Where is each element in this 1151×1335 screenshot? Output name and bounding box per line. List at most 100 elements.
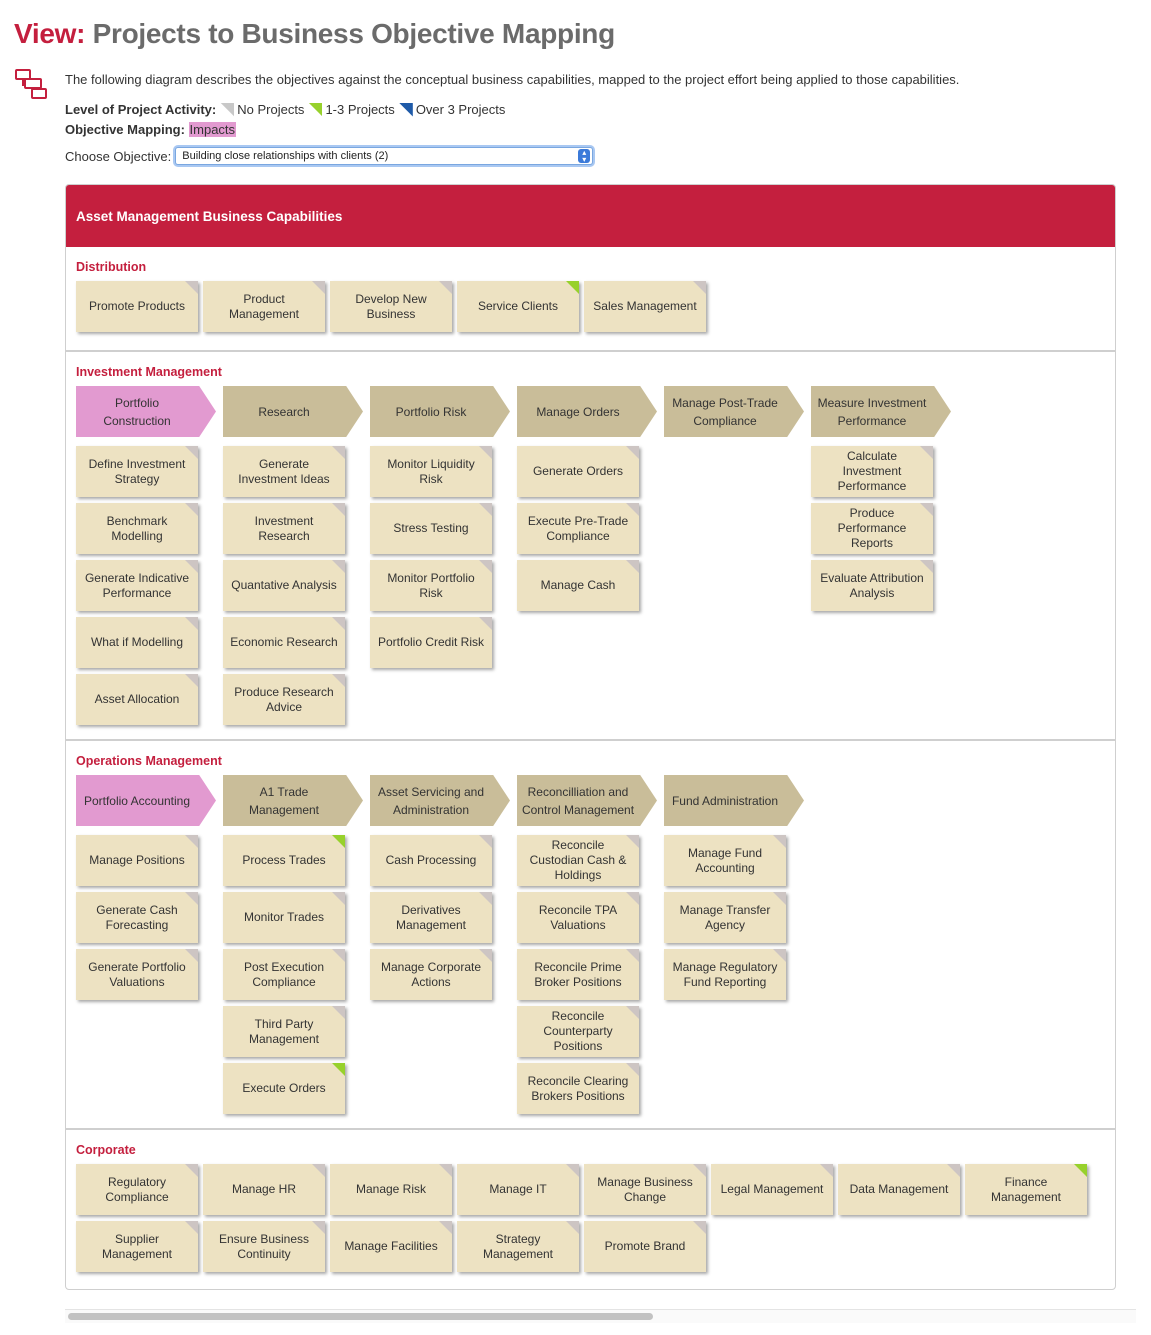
- capability-box[interactable]: Investment Research: [223, 503, 345, 554]
- capability-box[interactable]: Asset Allocation: [76, 674, 198, 725]
- capability-label: Manage Positions: [89, 853, 185, 867]
- capability-box[interactable]: Reconcile Counterparty Positions: [517, 1006, 639, 1057]
- capability-box[interactable]: Manage HR: [203, 1164, 325, 1215]
- capability-box[interactable]: Post Execution Compliance: [223, 949, 345, 1000]
- capability-box[interactable]: Generate Cash Forecasting: [76, 892, 198, 943]
- capability-box[interactable]: Manage Corporate Actions: [370, 949, 492, 1000]
- capability-box[interactable]: Quantative Analysis: [223, 560, 345, 611]
- group-label: Portfolio Construction: [103, 395, 171, 428]
- activity-corner-icon: [820, 1164, 833, 1177]
- capability-box[interactable]: Manage IT: [457, 1164, 579, 1215]
- capability-box[interactable]: Supplier Management: [76, 1221, 198, 1272]
- capability-box[interactable]: Reconcile Clearing Brokers Positions: [517, 1063, 639, 1114]
- capability-box[interactable]: Evaluate Attribution Analysis: [811, 560, 933, 611]
- capability-box[interactable]: Product Management: [203, 281, 325, 332]
- capability-box[interactable]: Manage Risk: [330, 1164, 452, 1215]
- capability-box[interactable]: Sales Management: [584, 281, 706, 332]
- high-projects-triangle-icon: [398, 102, 413, 117]
- capability-label: Produce Performance Reports: [837, 506, 907, 550]
- mapping-legend-label: Objective Mapping:: [65, 122, 185, 137]
- capability-group-arrow[interactable]: Manage Orders: [517, 386, 657, 437]
- capability-box[interactable]: Strategy Management: [457, 1221, 579, 1272]
- capability-box[interactable]: Promote Products: [76, 281, 198, 332]
- capability-label: Third Party Management: [248, 1016, 320, 1046]
- capability-box[interactable]: Generate Portfolio Valuations: [76, 949, 198, 1000]
- capability-group-arrow[interactable]: Fund Administration: [664, 775, 804, 826]
- capability-group-arrow[interactable]: Measure Investment Performance: [811, 386, 951, 437]
- capability-box[interactable]: Promote Brand: [584, 1221, 706, 1272]
- view-label: View:: [14, 18, 86, 49]
- capability-box[interactable]: Execute Orders: [223, 1063, 345, 1114]
- capability-box[interactable]: Generate Investment Ideas: [223, 446, 345, 497]
- capability-box[interactable]: Execute Pre-Trade Compliance: [517, 503, 639, 554]
- impacts-chip: Impacts: [188, 122, 237, 137]
- capability-box[interactable]: Manage Regulatory Fund Reporting: [664, 949, 786, 1000]
- capability-box[interactable]: Service Clients: [457, 281, 579, 332]
- capability-box[interactable]: Portfolio Credit Risk: [370, 617, 492, 668]
- capability-box[interactable]: Finance Management: [965, 1164, 1087, 1215]
- capability-box[interactable]: Generate Indicative Performance: [76, 560, 198, 611]
- capability-label: Generate Investment Ideas: [238, 456, 330, 486]
- capability-group-arrow[interactable]: Portfolio Accounting: [76, 775, 216, 826]
- capability-box[interactable]: Calculate Investment Performance: [811, 446, 933, 497]
- capability-box[interactable]: Economic Research: [223, 617, 345, 668]
- capability-box[interactable]: Stress Testing: [370, 503, 492, 554]
- capability-group-arrow[interactable]: Asset Servicing and Administration: [370, 775, 510, 826]
- capability-label: Execute Orders: [242, 1081, 326, 1095]
- capability-box[interactable]: Data Management: [838, 1164, 960, 1215]
- capability-group-arrow[interactable]: Portfolio Construction: [76, 386, 216, 437]
- capability-group-arrow[interactable]: A1 Trade Management: [223, 775, 363, 826]
- capability-box[interactable]: Develop New Business: [330, 281, 452, 332]
- activity-legend-label: Level of Project Activity:: [65, 102, 217, 117]
- capability-box[interactable]: Process Trades: [223, 835, 345, 886]
- capability-box[interactable]: Monitor Portfolio Risk: [370, 560, 492, 611]
- capability-box[interactable]: Generate Orders: [517, 446, 639, 497]
- capability-box[interactable]: Manage Cash: [517, 560, 639, 611]
- capability-group-arrow[interactable]: Portfolio Risk: [370, 386, 510, 437]
- capability-box[interactable]: Third Party Management: [223, 1006, 345, 1057]
- capability-label: Portfolio Credit Risk: [377, 635, 485, 649]
- capability-box[interactable]: Reconcile Custodian Cash & Holdings: [517, 835, 639, 886]
- capability-label: Post Execution Compliance: [243, 959, 325, 989]
- objective-selected-value: Building close relationships with client…: [182, 150, 389, 162]
- capability-box[interactable]: Benchmark Modelling: [76, 503, 198, 554]
- horizontal-scrollbar[interactable]: [65, 1309, 1136, 1323]
- capability-label: Reconcile Custodian Cash & Holdings: [529, 838, 627, 882]
- capability-box[interactable]: Monitor Liquidity Risk: [370, 446, 492, 497]
- objective-select[interactable]: Building close relationships with client…: [175, 147, 594, 165]
- capability-group-arrow[interactable]: Research: [223, 386, 363, 437]
- activity-corner-icon: [185, 674, 198, 687]
- capability-label: Execute Pre-Trade Compliance: [527, 513, 629, 543]
- activity-corner-icon: [566, 281, 579, 294]
- group-label: Fund Administration: [671, 793, 779, 808]
- capability-label: Manage HR: [231, 1182, 297, 1196]
- capability-box[interactable]: Reconcile TPA Valuations: [517, 892, 639, 943]
- capability-box[interactable]: Manage Transfer Agency: [664, 892, 786, 943]
- legend-item-label: 1-3 Projects: [325, 102, 395, 117]
- capability-box[interactable]: Manage Facilities: [330, 1221, 452, 1272]
- capability-box[interactable]: Manage Business Change: [584, 1164, 706, 1215]
- scrollbar-thumb[interactable]: [68, 1313, 653, 1320]
- capability-box[interactable]: Cash Processing: [370, 835, 492, 886]
- domain-title: Distribution: [76, 260, 147, 274]
- page-description: The following diagram describes the obje…: [65, 72, 960, 87]
- capability-box[interactable]: Manage Fund Accounting: [664, 835, 786, 886]
- capability-box[interactable]: Produce Research Advice: [223, 674, 345, 725]
- capability-group-arrow[interactable]: Manage Post-Trade Compliance: [664, 386, 804, 437]
- capability-box[interactable]: Legal Management: [711, 1164, 833, 1215]
- capability-group-arrow[interactable]: Reconcilliation and Control Management: [517, 775, 657, 826]
- capability-box[interactable]: What if Modelling: [76, 617, 198, 668]
- objective-chooser: Choose Objective: Building close relatio…: [65, 147, 594, 165]
- capability-label: Data Management: [849, 1182, 949, 1196]
- capability-box[interactable]: Produce Performance Reports: [811, 503, 933, 554]
- capability-box[interactable]: Ensure Business Continuity: [203, 1221, 325, 1272]
- capability-box[interactable]: Reconcile Prime Broker Positions: [517, 949, 639, 1000]
- capability-label: Manage Risk: [355, 1182, 427, 1196]
- capability-box[interactable]: Manage Positions: [76, 835, 198, 886]
- activity-corner-icon: [185, 835, 198, 848]
- capability-box[interactable]: Monitor Trades: [223, 892, 345, 943]
- capability-box[interactable]: Derivatives Management: [370, 892, 492, 943]
- capability-box[interactable]: Regulatory Compliance: [76, 1164, 198, 1215]
- capability-label: Stress Testing: [393, 521, 469, 535]
- capability-box[interactable]: Define Investment Strategy: [76, 446, 198, 497]
